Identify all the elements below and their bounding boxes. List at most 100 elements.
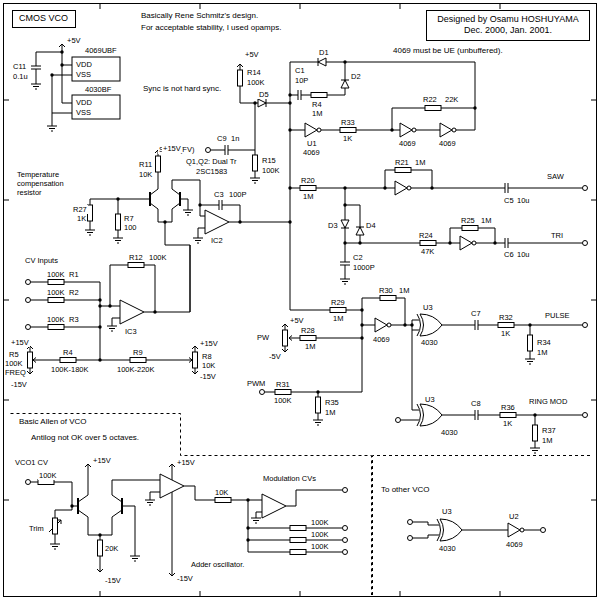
inverter-symbol	[395, 181, 411, 195]
component-label: C9	[216, 134, 228, 143]
junction-dot	[403, 323, 406, 326]
terminal	[583, 241, 588, 246]
component-label: 10u	[516, 250, 531, 259]
junction-dot	[493, 241, 496, 244]
component-label: R4	[311, 100, 323, 109]
component-label: PW	[256, 333, 270, 342]
component-label: 100K	[310, 518, 330, 527]
capacitor-symbol	[505, 238, 508, 248]
component-label: SAW	[546, 172, 565, 181]
component-label: C11	[12, 62, 27, 71]
resistor-symbol	[215, 498, 231, 503]
component-label: 4069	[398, 139, 417, 148]
junction-dot	[198, 203, 201, 206]
resistor-symbol	[88, 205, 93, 221]
inverter-symbol	[305, 123, 321, 137]
diode-symbol	[341, 220, 349, 228]
component-label: Q1,Q2: Dual Tr	[185, 157, 237, 166]
component-label: D5	[258, 90, 270, 99]
capacitor-symbol	[475, 410, 478, 420]
resistor-symbol	[116, 214, 121, 230]
resistor-symbol	[253, 155, 258, 171]
component-label: 1K	[76, 214, 87, 223]
ground-symbol	[50, 540, 60, 549]
terminal	[583, 323, 588, 328]
component-label: 100K	[46, 288, 66, 297]
frame-ticks	[4, 4, 597, 597]
component-label: 4030	[438, 544, 457, 553]
potentiometer-symbol	[53, 518, 58, 534]
resistor-symbol	[316, 397, 321, 413]
resistor-symbol	[48, 325, 64, 330]
junction-dot	[383, 186, 386, 189]
component-label: 100K	[246, 78, 266, 87]
junction-dot	[60, 63, 63, 66]
wiper-arrow	[289, 336, 296, 341]
supply-arrow	[169, 464, 175, 470]
component-label: R34	[536, 338, 552, 347]
component-label: 4069	[372, 335, 391, 344]
diode-symbol	[318, 58, 326, 66]
component-label: D3	[327, 221, 339, 230]
resistor-symbol	[238, 70, 243, 86]
component-label: U3	[424, 395, 436, 404]
wire	[265, 298, 583, 444]
junction-dot	[246, 538, 249, 541]
component-label: 4069	[302, 148, 321, 157]
component-label: 1M	[311, 109, 323, 118]
ground-symbol	[183, 206, 193, 215]
junction-dot	[343, 241, 346, 244]
capacitor-symbol	[475, 320, 478, 330]
supply-arrow	[282, 324, 288, 330]
box-text: Designed by Osamu HOSHUYAMA	[437, 14, 579, 25]
wire	[31, 245, 193, 360]
component-label: 100K	[310, 542, 330, 551]
junction-dot	[473, 106, 476, 109]
component-label: VSS	[75, 70, 92, 79]
resistor-symbol	[48, 298, 64, 303]
component-label: R15	[261, 156, 277, 165]
junction-dot	[50, 73, 53, 76]
component-label: R22	[422, 95, 438, 104]
junction-dot	[246, 498, 249, 501]
terminal	[260, 390, 265, 395]
component-label: R5	[8, 350, 20, 359]
inverter-symbol	[440, 123, 456, 137]
component-label: R32	[498, 313, 514, 322]
terminal	[26, 280, 31, 285]
junction-dot	[528, 323, 531, 326]
potentiometer-symbol	[193, 352, 198, 368]
component-label: 1K	[500, 329, 511, 338]
component-label: R20	[300, 176, 316, 185]
component-label: 10K	[201, 361, 216, 370]
wire	[31, 470, 343, 570]
resistor-symbol	[380, 296, 396, 301]
terminal	[541, 528, 546, 533]
ground-symbol	[130, 552, 140, 561]
ground-symbol	[251, 514, 261, 523]
capacitor-symbol	[505, 183, 508, 193]
component-label: IC2	[210, 236, 224, 245]
terminal	[26, 325, 31, 330]
component-label: 100K	[46, 270, 66, 279]
component-label: IC3	[124, 327, 138, 336]
component-label: 4030	[440, 428, 459, 437]
component-label: 100K	[4, 359, 24, 368]
diode-symbol	[356, 227, 364, 235]
component-label: VSS	[75, 108, 92, 117]
resistor-symbol	[60, 358, 76, 363]
region-outline	[372, 455, 590, 595]
inverter-symbol	[460, 236, 476, 250]
component-label: 1000P	[352, 263, 376, 272]
junction-dot	[116, 197, 119, 200]
junction-dot	[98, 298, 101, 301]
component-label: 1M	[480, 216, 492, 225]
component-label: 100K	[273, 396, 293, 405]
component-label: 10u	[516, 196, 531, 205]
junction-dot	[316, 390, 319, 393]
component-label: +15V	[162, 144, 182, 153]
component-label: 1M	[541, 436, 553, 445]
supply-arrow	[27, 368, 33, 374]
supply-arrow	[155, 150, 161, 156]
component-label: R2	[68, 288, 80, 297]
